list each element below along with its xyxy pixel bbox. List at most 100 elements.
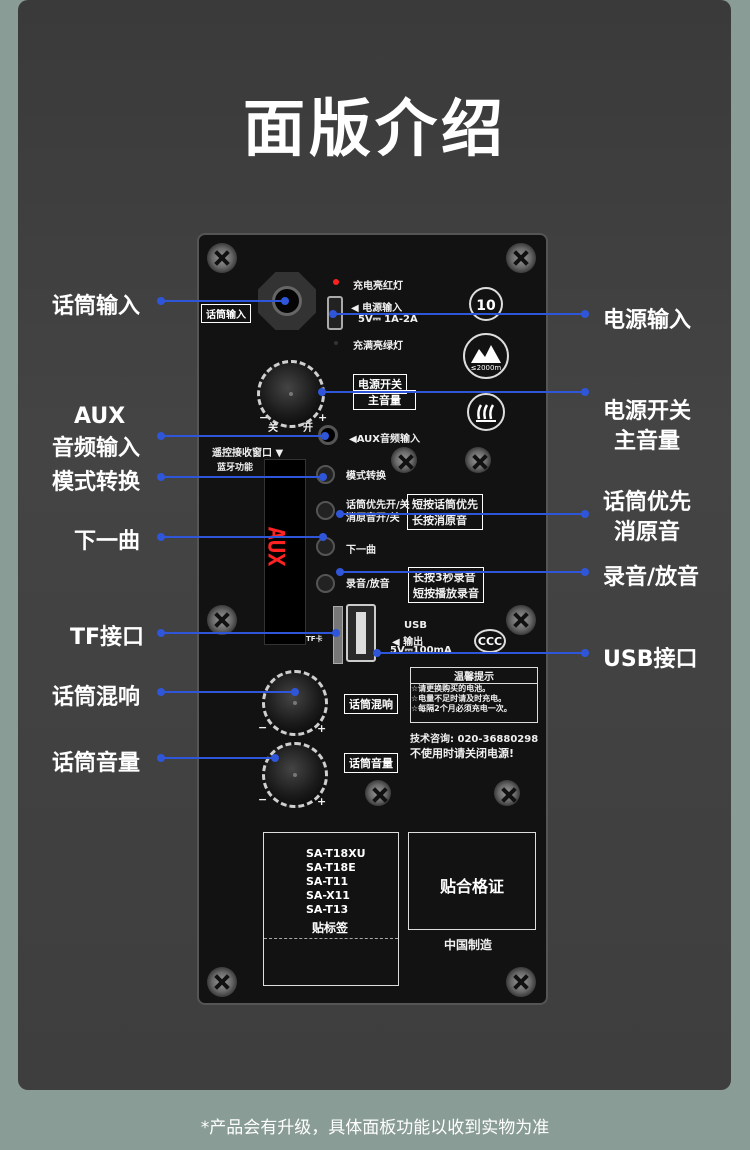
- page-title: 面版介绍: [242, 92, 507, 165]
- aux-label-1: AUX: [74, 404, 126, 429]
- cert-text: 贴合格证: [439, 877, 504, 896]
- reverb-plus: +: [317, 722, 327, 735]
- volume-label: 话筒音量: [52, 751, 141, 776]
- connector-dot: [332, 629, 340, 637]
- plus-text: +: [318, 411, 328, 424]
- connector-dot: [319, 533, 327, 541]
- connector-dot: [336, 510, 344, 518]
- connector-line: [340, 571, 585, 573]
- screw-icon: [207, 605, 237, 635]
- connector-line: [160, 435, 325, 437]
- red-led: [333, 279, 339, 285]
- green-led: [334, 341, 338, 345]
- screw-icon: [506, 967, 536, 997]
- connector-line: [160, 536, 323, 538]
- mode-switch-label: 模式转换: [52, 470, 141, 495]
- connector-dot: [581, 649, 589, 657]
- tips-title: 温馨提示: [411, 668, 537, 684]
- aux-text: ◀AUX音频输入: [349, 434, 420, 445]
- shutdown-text: 不使用时请关闭电源!: [410, 747, 515, 760]
- tf-label: TF接口: [70, 625, 145, 650]
- mic-priority-button[interactable]: [316, 501, 335, 520]
- charge-red-text: 充电亮红灯: [353, 281, 403, 292]
- next-text: 下一曲: [346, 545, 376, 556]
- connector-dot: [318, 388, 326, 396]
- vocal-cut-label: 消原音: [614, 520, 681, 545]
- usb-label: USB接口: [603, 647, 698, 672]
- mic-input-box: 话筒输入: [201, 304, 251, 323]
- connector-line: [322, 391, 585, 393]
- reverb-knob[interactable]: [262, 670, 328, 736]
- mic-priority-text-1: 话筒优先开/关: [346, 500, 410, 511]
- connector-line: [160, 691, 295, 693]
- model-item: SA-T11: [306, 875, 349, 888]
- connector-line: [340, 513, 585, 515]
- mic-priority-box-text-1: 短按话筒优先: [412, 498, 478, 511]
- power-switch-label: 电源开关: [603, 399, 692, 424]
- screw-icon: [365, 780, 391, 806]
- minus-text: −: [259, 411, 269, 424]
- mic-priority-text-2: 消原音开/关: [346, 513, 400, 524]
- connector-dot: [291, 688, 299, 696]
- display-text: AUX: [262, 526, 288, 567]
- connector-dot: [581, 310, 589, 318]
- ten-year-icon: 10: [469, 287, 503, 321]
- master-volume-box: 主音量: [353, 390, 416, 410]
- connector-dot: [336, 568, 344, 576]
- reverb-label: 话筒混响: [52, 685, 141, 710]
- power-switch-box: 电源开关: [353, 374, 407, 394]
- screw-icon: [506, 243, 536, 273]
- connector-dot: [157, 297, 165, 305]
- record-button[interactable]: [316, 574, 335, 593]
- connector-dot: [581, 568, 589, 576]
- heat-warning-icon: [467, 393, 505, 431]
- cert-box: 贴合格证: [408, 832, 536, 930]
- record-label: 录音/放音: [603, 565, 700, 590]
- tf-label-text: TF卡: [306, 635, 323, 643]
- connector-dot: [157, 473, 165, 481]
- record-text: 录音/放音: [346, 579, 390, 590]
- connector-line: [160, 300, 285, 302]
- model-item: SA-T13: [306, 903, 349, 916]
- altitude-text: ≤2000m: [470, 364, 502, 372]
- connector-dot: [157, 688, 165, 696]
- reverb-box: 话筒混响: [344, 694, 398, 714]
- screw-icon: [391, 447, 417, 473]
- screw-icon: [207, 243, 237, 273]
- connector-dot: [581, 388, 589, 396]
- connector-dot: [271, 754, 279, 762]
- screw-icon: [207, 967, 237, 997]
- bluetooth-text: 蓝牙功能: [217, 463, 254, 473]
- connector-dot: [157, 629, 165, 637]
- tip-1: ☆请更换购买的电池。: [411, 684, 491, 693]
- power-input-text: ◀ 电源输入: [351, 303, 403, 314]
- mode-text: 模式转换: [346, 471, 386, 482]
- sticker-text: 贴标签: [312, 921, 349, 935]
- power-spec-text: 5V⎓ 1A-2A: [358, 314, 418, 325]
- hotline-text: 技术咨询: 020-36880298: [410, 734, 539, 745]
- next-label: 下一曲: [74, 529, 141, 554]
- tip-3: ☆每隔2个月必须充电一次。: [411, 704, 512, 713]
- charge-green-text: 充满亮绿灯: [353, 341, 403, 352]
- connector-line: [160, 476, 323, 478]
- altitude-icon: ≤2000m: [463, 333, 509, 379]
- footer-note: *产品会有升级，具体面板功能以收到实物为准: [200, 1118, 550, 1138]
- ccc-cert-icon: CCC: [474, 629, 506, 653]
- mic-priority-box: 短按话筒优先 长按消原音: [407, 494, 483, 530]
- model-item: SA-T18XU: [306, 847, 366, 860]
- volume-minus: −: [258, 793, 268, 806]
- connector-dot: [281, 297, 289, 305]
- usb-port[interactable]: [346, 604, 376, 662]
- connector-dot: [373, 649, 381, 657]
- connector-dot: [157, 432, 165, 440]
- tip-2: ☆电量不足时请及时充电。: [411, 694, 507, 703]
- connector-dot: [157, 754, 165, 762]
- screw-icon: [494, 780, 520, 806]
- connector-line: [160, 632, 336, 634]
- record-box-text-2: 短按播放录音: [413, 587, 479, 600]
- mic-volume-knob[interactable]: [262, 742, 328, 808]
- tips-box: 温馨提示 ☆请更换购买的电池。 ☆电量不足时请及时充电。 ☆每隔2个月必须充电一…: [410, 667, 538, 723]
- mic-input-label: 话筒输入: [52, 294, 141, 319]
- usb-output-text: ◀ 输出: [392, 637, 424, 648]
- mic-priority-box-text-2: 长按消原音: [412, 514, 467, 527]
